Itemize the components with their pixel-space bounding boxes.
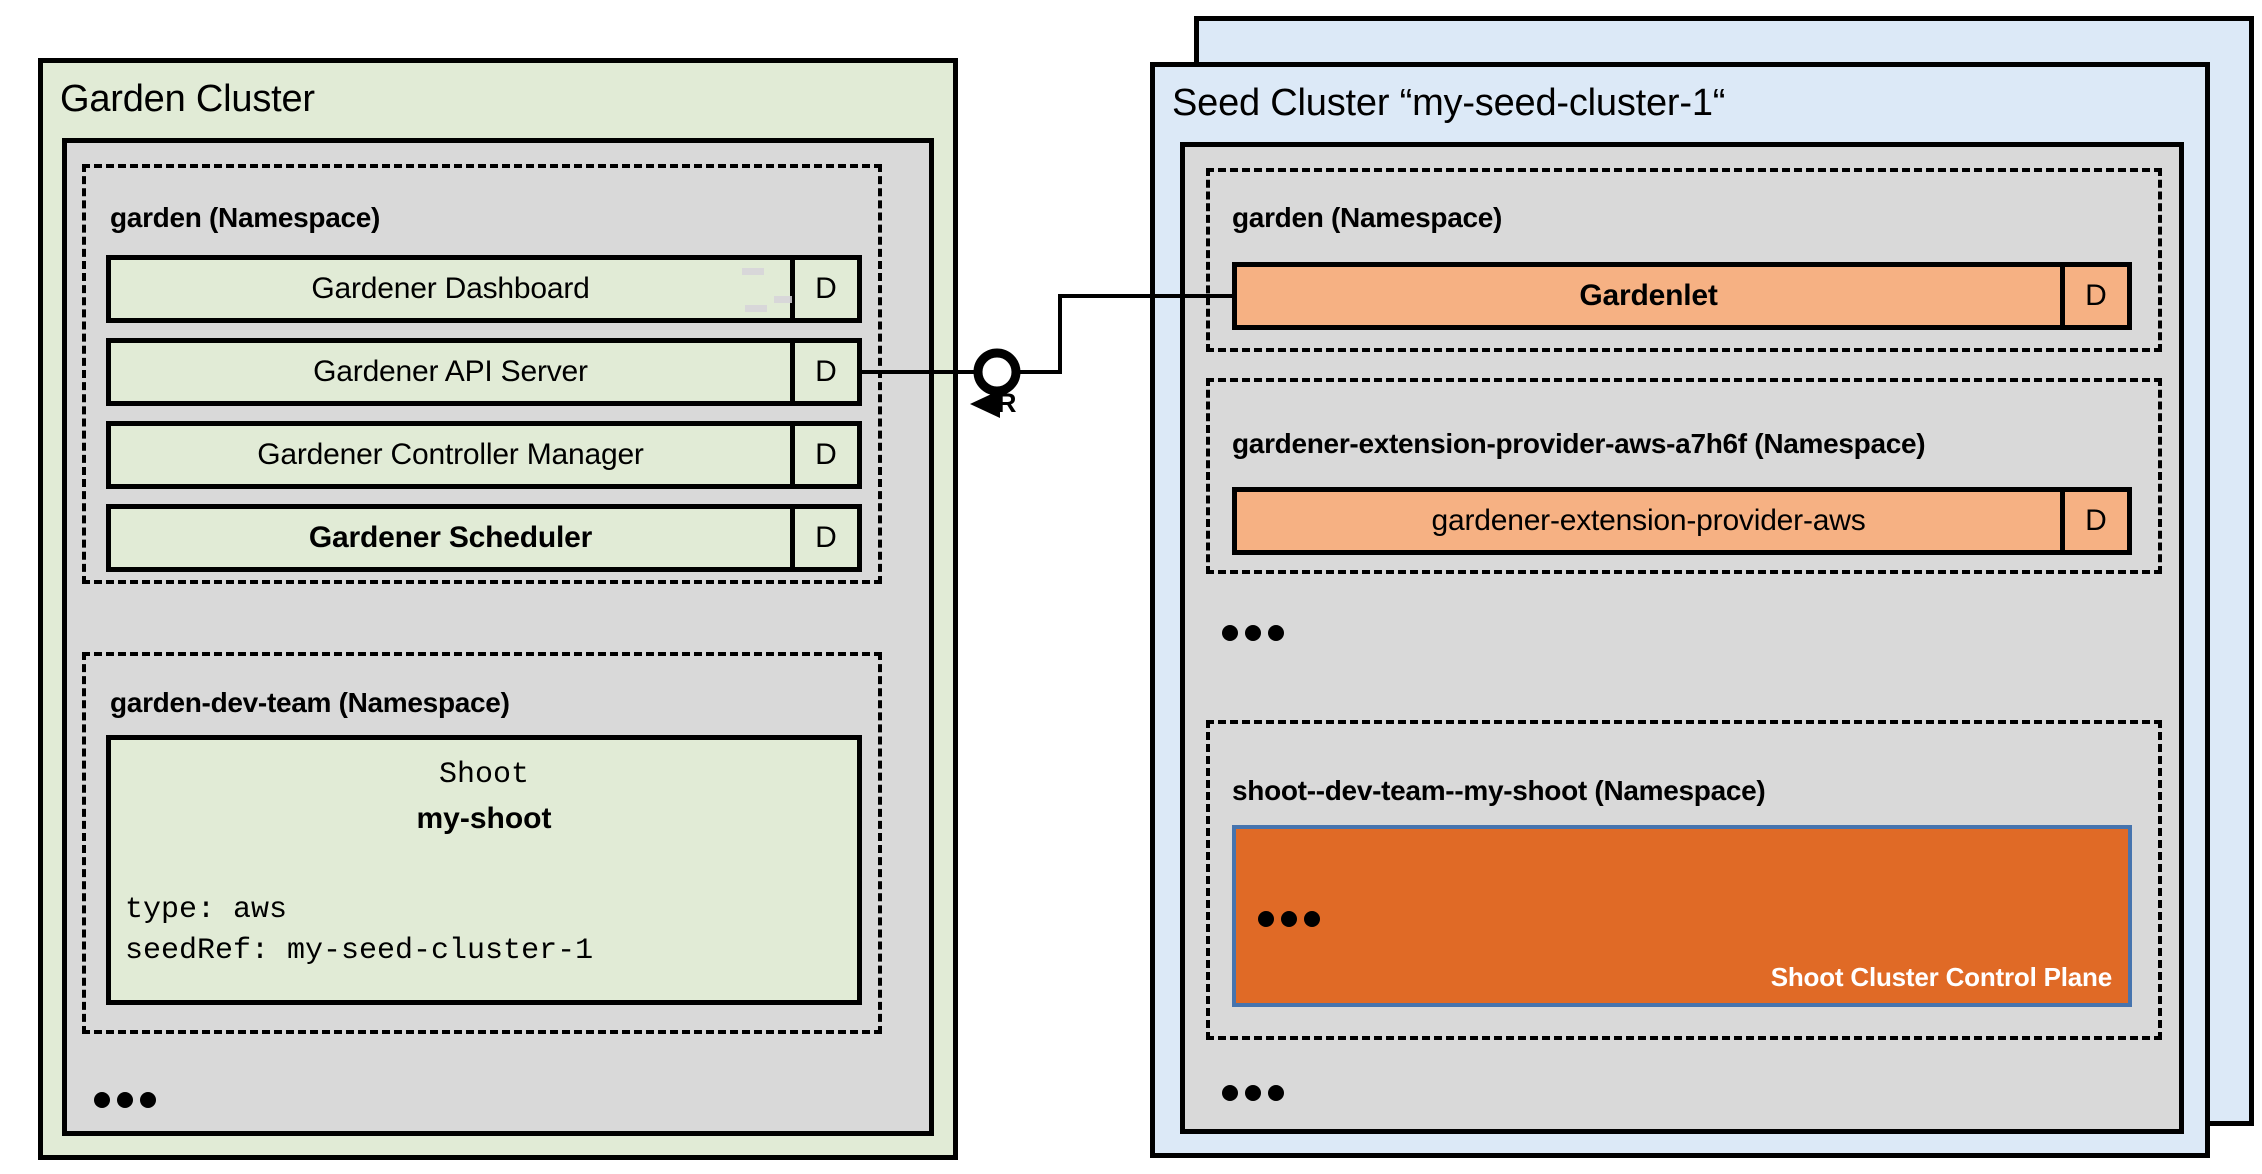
component-gardener-controller-manager-label: Gardener Controller Manager <box>257 438 644 471</box>
component-gardener-controller-manager[interactable]: Gardener Controller Manager D <box>106 421 862 489</box>
component-gardener-dashboard-label: Gardener Dashboard <box>311 272 590 305</box>
dashboard-artifact-c <box>745 305 767 312</box>
component-gardener-extension-provider-aws[interactable]: gardener-extension-provider-aws D <box>1232 487 2132 555</box>
connector-arrowhead-icon <box>970 390 1000 418</box>
seed-namespace-garden-label: garden (Namespace) <box>1232 202 1503 233</box>
connector-label-r: R <box>997 388 1017 418</box>
seed-namespace-extension-provider-aws[interactable] <box>1206 378 2162 574</box>
garden-cluster-overflow-dots <box>94 1092 156 1108</box>
shoot-cluster-control-plane[interactable]: Shoot Cluster Control Plane <box>1232 825 2132 1007</box>
garden-namespace-garden[interactable] <box>82 164 882 584</box>
component-gardener-extension-provider-aws-label: gardener-extension-provider-aws <box>1431 504 1866 537</box>
seed-namespace-shoot-dev-team-label: shoot--dev-team--my-shoot (Namespace) <box>1232 775 1766 806</box>
component-gardenlet[interactable]: Gardenlet D <box>1232 262 2132 330</box>
garden-namespace-dev-team-label: garden-dev-team (Namespace) <box>110 687 510 718</box>
garden-namespace-dev-team[interactable] <box>82 652 882 1034</box>
garden-namespace-garden-label: garden (Namespace) <box>110 202 381 233</box>
component-gardener-extension-provider-aws-kind: D <box>2060 492 2127 550</box>
component-gardener-scheduler-label: Gardener Scheduler <box>308 521 593 554</box>
component-gardener-scheduler-kind: D <box>790 509 857 567</box>
control-plane-overflow-dots <box>1258 911 1320 927</box>
shoot-resource-kind: Shoot <box>438 758 529 792</box>
component-gardener-api-server-kind: D <box>790 343 857 401</box>
shoot-resource-name: my-shoot <box>416 802 552 835</box>
component-gardenlet-kind: D <box>2060 267 2127 325</box>
shoot-resource-spec: type: aws seedRef: my-seed-cluster-1 <box>125 893 594 968</box>
dashboard-artifact-b <box>774 296 792 303</box>
seed-namespace-garden[interactable] <box>1206 168 2162 352</box>
garden-cluster-title: Garden Cluster <box>60 78 315 120</box>
seed-bottom-overflow-dots <box>1222 1085 1284 1101</box>
dashboard-artifact-a <box>742 268 764 275</box>
seed-namespace-shoot-dev-team[interactable] <box>1206 720 2162 1040</box>
shoot-resource-card[interactable]: Shoot my-shoot type: aws seedRef: my-see… <box>106 735 862 1005</box>
component-gardener-scheduler[interactable]: Gardener Scheduler D <box>106 504 862 572</box>
seed-namespace-extension-provider-aws-label: gardener-extension-provider-aws-a7h6f (N… <box>1232 428 1926 459</box>
component-gardenlet-label: Gardenlet <box>1579 279 1718 312</box>
component-gardener-api-server-label: Gardener API Server <box>313 355 588 388</box>
shoot-cluster-control-plane-label: Shoot Cluster Control Plane <box>1770 962 2112 992</box>
component-gardener-dashboard[interactable]: Gardener Dashboard D <box>106 255 862 323</box>
seed-middle-overflow-dots <box>1222 625 1284 641</box>
component-gardener-controller-manager-kind: D <box>790 426 857 484</box>
connector-socket-circle <box>973 348 1021 396</box>
component-gardener-api-server[interactable]: Gardener API Server D <box>106 338 862 406</box>
seed-cluster-title: Seed Cluster “my-seed-cluster-1“ <box>1172 82 1726 124</box>
component-gardener-dashboard-kind: D <box>790 260 857 318</box>
